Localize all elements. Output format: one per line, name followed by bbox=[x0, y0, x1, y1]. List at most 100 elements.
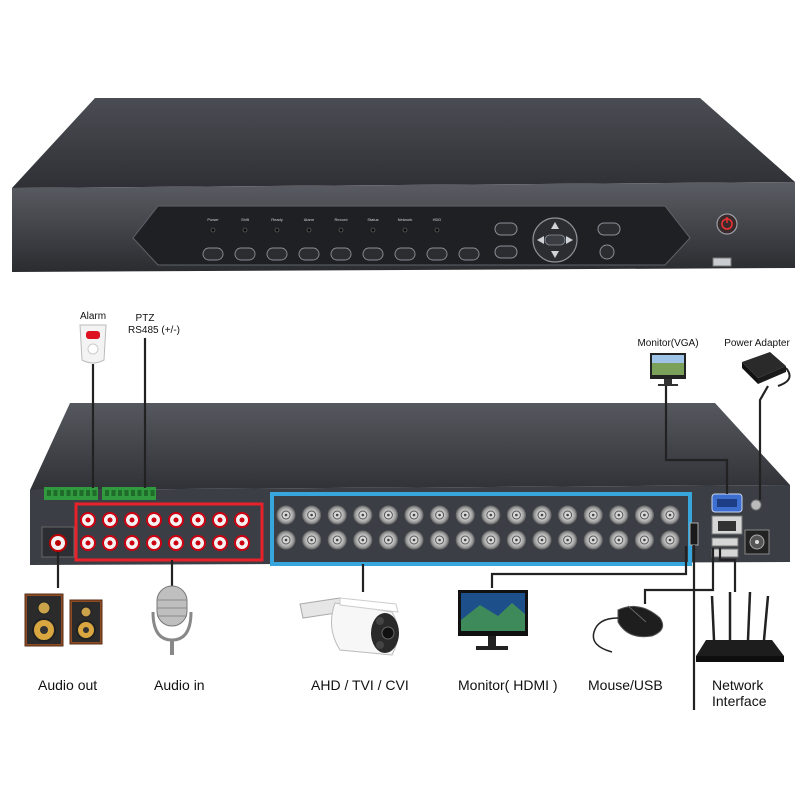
terminal-pin bbox=[105, 490, 109, 496]
microphone-icon bbox=[151, 585, 193, 655]
bnc-video-port[interactable] bbox=[455, 530, 475, 550]
bnc-video-port[interactable] bbox=[378, 505, 398, 525]
lan-port[interactable] bbox=[711, 515, 743, 535]
audio-in-jack[interactable] bbox=[80, 535, 96, 551]
bullet-camera-icon bbox=[299, 597, 399, 656]
bnc-video-port[interactable] bbox=[404, 530, 424, 550]
audio-in-jack[interactable] bbox=[168, 535, 184, 551]
vga-port[interactable] bbox=[711, 493, 743, 513]
network-interface-label: Interface bbox=[712, 693, 767, 709]
front-button-4[interactable] bbox=[298, 247, 320, 261]
bnc-video-port[interactable] bbox=[609, 530, 629, 550]
audio-in-jack[interactable] bbox=[124, 535, 140, 551]
front-nav-pad[interactable] bbox=[532, 217, 578, 263]
bnc-video-port[interactable] bbox=[634, 505, 654, 525]
video-in-bnc-ports[interactable] bbox=[276, 505, 680, 550]
hdmi-port[interactable] bbox=[689, 522, 699, 546]
audio-in-jack[interactable] bbox=[168, 512, 184, 528]
monitor-vga-label: Monitor(VGA) bbox=[637, 338, 699, 349]
vga-monitor-icon bbox=[650, 353, 686, 386]
bnc-video-port[interactable] bbox=[506, 530, 526, 550]
indicator-label: Record bbox=[335, 217, 348, 222]
audio-in-jack[interactable] bbox=[146, 512, 162, 528]
bnc-video-port[interactable] bbox=[430, 505, 450, 525]
bnc-video-port[interactable] bbox=[583, 505, 603, 525]
bnc-video-port[interactable] bbox=[276, 505, 296, 525]
front-button-1[interactable] bbox=[202, 247, 224, 261]
audio-in-jack[interactable] bbox=[190, 535, 206, 551]
ground-screw bbox=[750, 499, 762, 511]
front-button-9[interactable] bbox=[458, 247, 480, 261]
bnc-video-port[interactable] bbox=[302, 505, 322, 525]
terminal-pin bbox=[131, 490, 135, 496]
bnc-video-port[interactable] bbox=[660, 505, 680, 525]
terminal-pin bbox=[53, 490, 58, 496]
terminal-pin bbox=[60, 490, 64, 496]
terminal-pin bbox=[124, 490, 129, 496]
bnc-video-port[interactable] bbox=[660, 530, 680, 550]
bnc-video-port[interactable] bbox=[353, 530, 373, 550]
indicator-label: Ready bbox=[271, 217, 283, 222]
audio-out-jack[interactable] bbox=[41, 526, 75, 558]
ptz-rs485-label: RS485 (+/-) bbox=[128, 325, 180, 336]
front-button-6[interactable] bbox=[362, 247, 384, 261]
bnc-video-port[interactable] bbox=[481, 530, 501, 550]
front-button-5[interactable] bbox=[330, 247, 352, 261]
audio-in-jack[interactable] bbox=[80, 512, 96, 528]
front-button-7[interactable] bbox=[394, 247, 416, 261]
audio-in-jacks[interactable] bbox=[80, 512, 250, 551]
bnc-video-port[interactable] bbox=[404, 505, 424, 525]
terminal-pin bbox=[66, 490, 71, 496]
bnc-video-port[interactable] bbox=[609, 505, 629, 525]
bnc-video-port[interactable] bbox=[558, 505, 578, 525]
audio-in-jack[interactable] bbox=[190, 512, 206, 528]
bnc-video-port[interactable] bbox=[532, 505, 552, 525]
dc-power-port[interactable] bbox=[744, 529, 770, 555]
audio-in-jack[interactable] bbox=[102, 512, 118, 528]
front-button-3[interactable] bbox=[266, 247, 288, 261]
bnc-video-port[interactable] bbox=[583, 530, 603, 550]
power-adapter-label: Power Adapter bbox=[724, 338, 790, 349]
audio-in-jack[interactable] bbox=[234, 512, 250, 528]
indicator-shift: Shift bbox=[241, 217, 250, 233]
indicator-label: Power bbox=[207, 217, 219, 222]
front-side-buttons[interactable] bbox=[494, 222, 621, 260]
power-adapter-icon bbox=[742, 352, 791, 387]
terminal-pin bbox=[86, 490, 90, 496]
audio-in-jack[interactable] bbox=[234, 535, 250, 551]
bnc-video-port[interactable] bbox=[455, 505, 475, 525]
bnc-video-port[interactable] bbox=[302, 530, 322, 550]
bnc-video-port[interactable] bbox=[327, 505, 347, 525]
bnc-video-port[interactable] bbox=[558, 530, 578, 550]
front-button-2[interactable] bbox=[234, 247, 256, 261]
indicator-network: Network bbox=[398, 217, 413, 233]
bnc-video-port[interactable] bbox=[353, 505, 373, 525]
indicator-label: Network bbox=[398, 217, 413, 222]
mouse-usb-label: Mouse/USB bbox=[588, 677, 663, 693]
bnc-video-port[interactable] bbox=[276, 530, 296, 550]
front-dvr-top bbox=[12, 98, 795, 188]
bnc-video-port[interactable] bbox=[430, 530, 450, 550]
indicator-label: Shift bbox=[241, 217, 250, 222]
audio-in-jack[interactable] bbox=[102, 535, 118, 551]
terminal-pin bbox=[111, 490, 116, 496]
network-label: Network bbox=[712, 677, 764, 693]
bnc-video-port[interactable] bbox=[506, 505, 526, 525]
audio-in-jack[interactable] bbox=[212, 535, 228, 551]
audio-in-jack[interactable] bbox=[212, 512, 228, 528]
audio-in-jack[interactable] bbox=[124, 512, 140, 528]
bnc-video-port[interactable] bbox=[532, 530, 552, 550]
power-button-icon[interactable] bbox=[716, 213, 738, 235]
front-button-row bbox=[202, 247, 480, 261]
bnc-video-port[interactable] bbox=[634, 530, 654, 550]
audio-in-jack[interactable] bbox=[146, 535, 162, 551]
bnc-video-port[interactable] bbox=[378, 530, 398, 550]
front-button-8[interactable] bbox=[426, 247, 448, 261]
bnc-video-port[interactable] bbox=[327, 530, 347, 550]
bnc-video-port[interactable] bbox=[481, 505, 501, 525]
terminal-pin bbox=[144, 490, 148, 496]
terminal-pin bbox=[92, 490, 97, 496]
